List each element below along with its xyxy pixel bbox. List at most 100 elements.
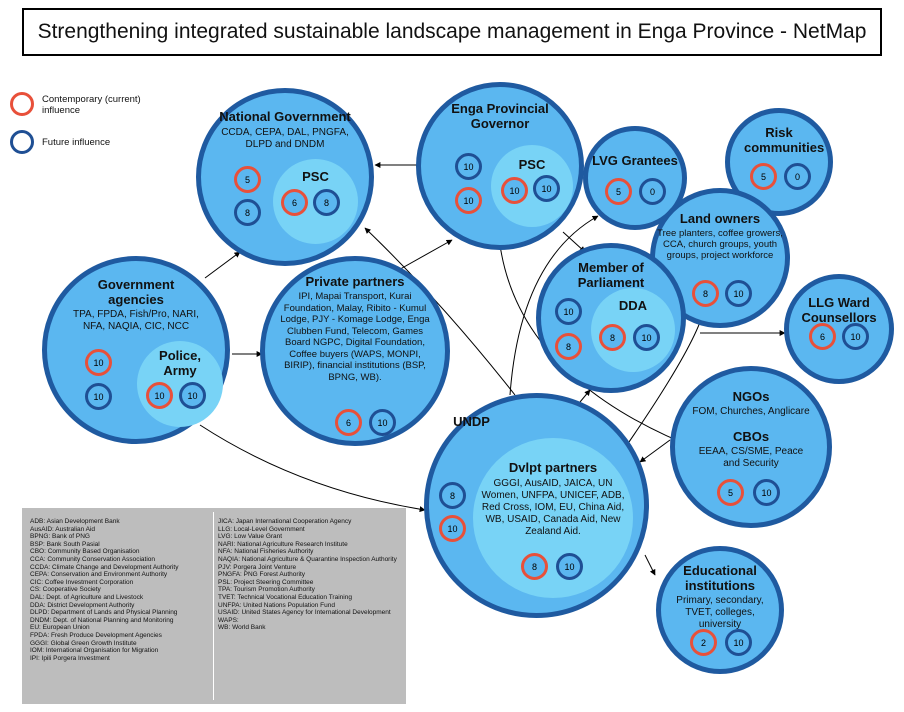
glossary-entry: NARI: National Agriculture Research Inst… xyxy=(218,540,348,548)
legend-current-label: Contemporary (current) influence xyxy=(42,94,141,116)
glossary-entry: BPNG: Bank of PNG xyxy=(30,533,90,541)
future-influence-badge: 10 xyxy=(85,383,112,410)
inner-desc: GGGI, AusAID, JAICA, UN Women, UNFPA, UN… xyxy=(481,478,625,537)
current-influence-badge: 6 xyxy=(281,189,308,216)
current-influence-badge: 6 xyxy=(809,323,836,350)
node-title: UNDP xyxy=(453,414,490,429)
node-title: Risk communities xyxy=(744,125,825,155)
node-educational-institutions: Educational institutions Primary, second… xyxy=(656,546,784,674)
glossary-entry: TVET: Technical Vocational Education Tra… xyxy=(218,593,352,601)
node-title: Private partners xyxy=(305,274,405,289)
glossary-entry: CS: Cooperative Society xyxy=(30,586,101,594)
node-lvg-grantees: LVG Grantees 5 0 xyxy=(583,126,687,230)
current-influence-badge: 5 xyxy=(605,178,632,205)
node-llg-ward-counsellors: LLG Ward Counsellors 6 10 xyxy=(784,274,894,384)
arrow-gov-to-undp xyxy=(199,424,426,513)
future-influence-badge: 0 xyxy=(639,178,666,205)
glossary-entry: NAQIA: National Agriculture & Quarantine… xyxy=(218,555,397,563)
future-influence-badge: 8 xyxy=(439,482,466,509)
node-title-secondary: CBOs xyxy=(732,429,770,444)
glossary-divider xyxy=(213,512,214,700)
current-influence-badge: 6 xyxy=(335,409,362,436)
future-influence-badge: 10 xyxy=(533,175,560,202)
node-desc-secondary: EEAA, CS/SME, Peace and Security xyxy=(698,446,804,469)
current-influence-badge: 8 xyxy=(555,333,582,360)
future-influence-badge: 10 xyxy=(369,409,396,436)
current-influence-badge: 8 xyxy=(599,324,626,351)
glossary-entry: DAL: Dept. of Agriculture and Livestock xyxy=(30,593,144,601)
glossary-entry: DDA: District Development Authority xyxy=(30,601,135,609)
glossary-entry: TPA: Tourism Promotion Authority xyxy=(218,586,315,594)
inner-title: DDA xyxy=(618,298,648,313)
inner-dda: DDA 8 10 xyxy=(591,288,675,372)
node-national-government: National Government CCDA, CEPA, DAL, PNG… xyxy=(196,88,374,266)
legend-future-ring-icon xyxy=(10,130,34,154)
current-influence-badge: 10 xyxy=(439,515,466,542)
glossary-entry: FPDA: Fresh Produce Development Agencies xyxy=(30,631,162,639)
current-influence-badge: 5 xyxy=(717,479,744,506)
glossary-entry: LVG: Low Value Grant xyxy=(218,533,283,541)
current-influence-badge: 10 xyxy=(501,177,528,204)
arrow-ngos-to-undp xyxy=(639,439,671,463)
future-influence-badge: 0 xyxy=(784,163,811,190)
current-influence-badge: 5 xyxy=(750,163,777,190)
future-influence-badge: 8 xyxy=(234,199,261,226)
glossary-entry: GGGI: Global Green Growth Institute xyxy=(30,639,137,647)
inner-psc: PSC 10 10 xyxy=(491,145,573,227)
node-title: LVG Grantees xyxy=(592,153,678,168)
legend-current-ring-icon xyxy=(10,92,34,116)
future-influence-badge: 10 xyxy=(556,553,583,580)
inner-psc: PSC 6 8 xyxy=(273,159,358,244)
glossary-entry: CCA: Community Conservation Association xyxy=(30,555,155,563)
current-influence-badge: 10 xyxy=(146,382,173,409)
current-influence-badge: 2 xyxy=(690,629,717,656)
glossary-entry: PSL: Project Steering Committee xyxy=(218,578,314,586)
glossary-entry: LLG: Local-Level Government xyxy=(218,525,305,533)
node-title: NGOs xyxy=(732,389,770,404)
future-influence-badge: 10 xyxy=(179,382,206,409)
legend-future: Future influence xyxy=(10,130,110,154)
glossary-entry: DNDM: Dept. of National Planning and Mon… xyxy=(30,616,174,624)
arrow-undp-to-edu xyxy=(644,554,656,576)
node-title: Educational institutions xyxy=(683,563,757,593)
current-influence-badge: 10 xyxy=(85,349,112,376)
glossary-entry: PJV: Porgera Joint Venture xyxy=(218,563,297,571)
future-influence-badge: 10 xyxy=(725,629,752,656)
inner-police-army: Police, Army 10 10 xyxy=(137,341,223,427)
inner-title: Police, Army xyxy=(159,348,201,378)
arrow-undp-to-lvg xyxy=(509,215,599,396)
future-influence-badge: 10 xyxy=(455,153,482,180)
future-influence-badge: 10 xyxy=(555,298,582,325)
node-title: Land owners xyxy=(679,211,761,226)
glossary-entry: WB: World Bank xyxy=(218,624,266,632)
inner-development-partners: Dvlpt partners GGGI, AusAID, JAICA, UN W… xyxy=(473,438,633,598)
future-influence-badge: 10 xyxy=(842,323,869,350)
glossary-entry: ADB: Asian Development Bank xyxy=(30,518,120,525)
inner-title: PSC xyxy=(518,157,546,172)
glossary-entry: USAID: United States Agency for Internat… xyxy=(218,609,391,617)
node-government-agencies: Government agencies TPA, FPDA, Fish/Pro,… xyxy=(42,256,230,444)
page-title: Strengthening integrated sustainable lan… xyxy=(22,8,882,56)
glossary-entry: CIC: Coffee Investment Corporation xyxy=(30,578,134,586)
node-desc: Primary, secondary, TVET, colleges, univ… xyxy=(676,595,764,630)
node-member-of-parliament: Member of Parliament 10 8 DDA 8 10 xyxy=(536,243,686,393)
glossary-entry: AusAID: Australian Aid xyxy=(30,525,96,533)
arrow-undp-to-national xyxy=(364,227,516,396)
node-title: Member of Parliament xyxy=(577,260,645,290)
glossary-right-column: JICA: Japan International Cooperation Ag… xyxy=(218,518,402,632)
node-private-partners: Private partners IPI, Mapai Transport, K… xyxy=(260,256,450,446)
node-title: Government agencies xyxy=(97,277,175,307)
glossary-entry: UNFPA: United Nations Population Fund xyxy=(218,601,335,609)
legend-current: Contemporary (current) influence xyxy=(10,92,162,116)
current-influence-badge: 8 xyxy=(692,280,719,307)
glossary-entry: WAPS: xyxy=(218,616,239,624)
glossary-entry: JICA: Japan International Cooperation Ag… xyxy=(218,518,352,525)
future-influence-badge: 8 xyxy=(313,189,340,216)
node-desc: CCDA, CEPA, DAL, PNGFA, DLPD and DNDM xyxy=(221,127,349,150)
glossary-entry: IOM: International Organisation for Migr… xyxy=(30,647,159,655)
glossary-entry: IPI: Ipili Porgera Investment xyxy=(30,654,110,662)
future-influence-badge: 10 xyxy=(753,479,780,506)
node-desc: Tree planters, coffee growers, CCA, chur… xyxy=(657,228,783,261)
